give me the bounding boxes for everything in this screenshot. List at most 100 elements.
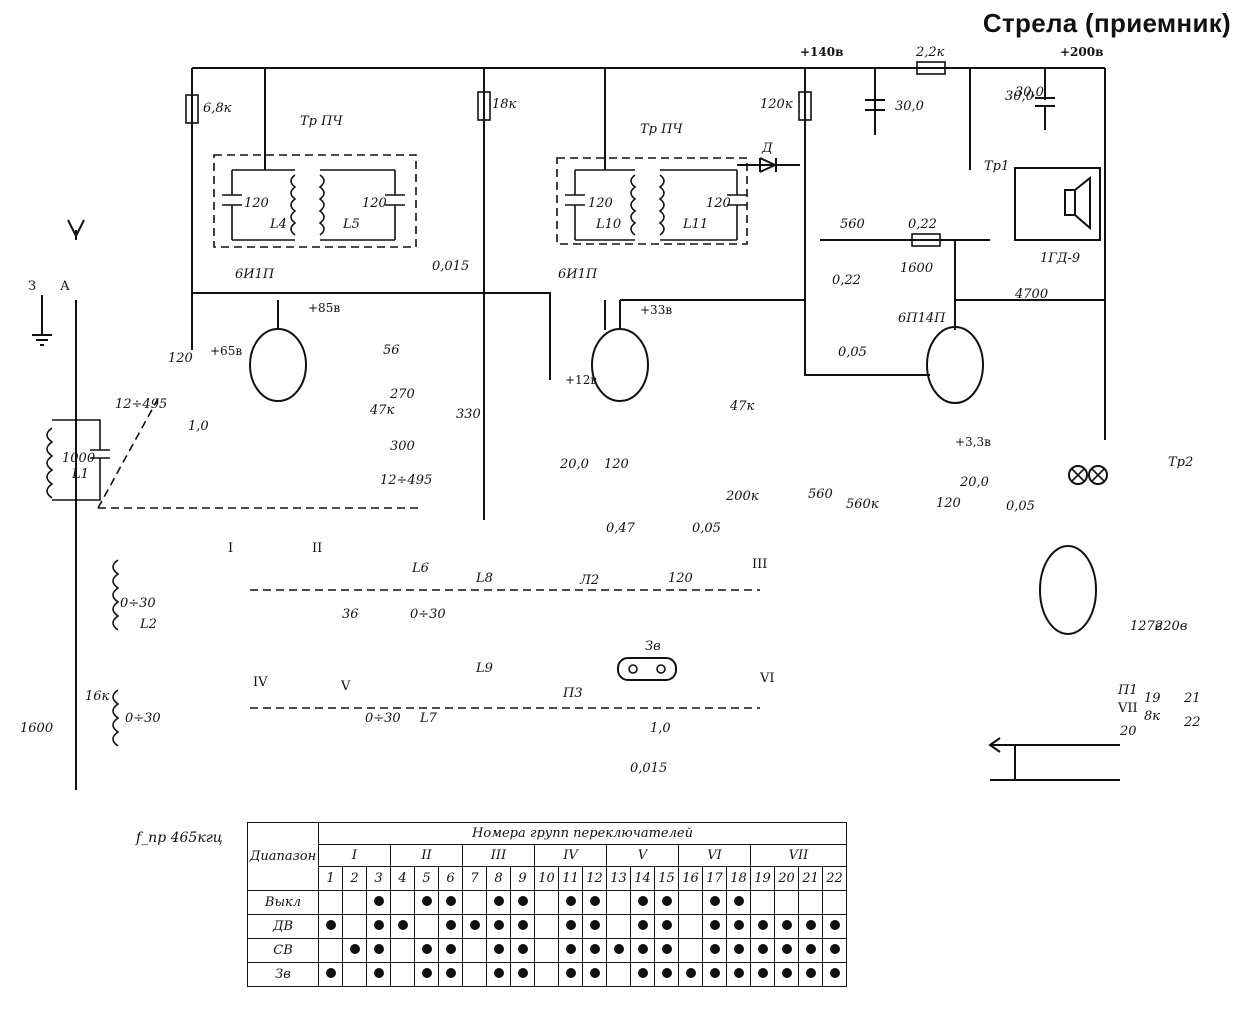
closed-contact-dot — [373, 968, 384, 978]
svg-text:III: III — [752, 557, 767, 572]
contact-cell — [438, 914, 463, 939]
contact-cell — [606, 914, 631, 939]
contact-cell — [534, 914, 559, 939]
contact-cell — [318, 938, 343, 963]
svg-text:20,0: 20,0 — [559, 457, 589, 472]
contact-cell — [414, 890, 439, 915]
svg-text:L2: L2 — [139, 617, 157, 632]
contact-cell — [726, 914, 751, 939]
svg-text:VI: VI — [759, 671, 775, 686]
svg-text:0,47: 0,47 — [606, 521, 636, 536]
band-label: СВ — [247, 938, 319, 963]
contact-cell — [702, 938, 727, 963]
svg-text:0,015: 0,015 — [432, 259, 469, 274]
coil-L10 — [630, 174, 637, 236]
svg-text:L8: L8 — [475, 571, 493, 586]
svg-text:120: 120 — [168, 351, 193, 366]
svg-text:0,05: 0,05 — [1006, 499, 1035, 514]
contact-number: 21 — [798, 866, 823, 891]
contact-cell — [798, 962, 823, 987]
closed-contact-dot — [421, 944, 432, 954]
contact-cell — [558, 938, 583, 963]
svg-text:36: 36 — [342, 607, 359, 622]
closed-contact-dot — [637, 920, 648, 930]
closed-contact-dot — [373, 896, 384, 906]
contact-number: 5 — [414, 866, 439, 891]
contact-cell — [822, 962, 847, 987]
contact-cell — [366, 914, 391, 939]
contact-cell — [774, 938, 799, 963]
contact-cell — [342, 890, 367, 915]
contact-cell — [582, 914, 607, 939]
svg-text:270: 270 — [389, 387, 415, 402]
contact-cell — [606, 938, 631, 963]
contact-cell — [774, 914, 799, 939]
closed-contact-dot — [805, 968, 816, 978]
page-title: Стрела (приемник) — [982, 8, 1231, 38]
contact-number: 16 — [678, 866, 703, 891]
closed-contact-dot — [517, 944, 528, 954]
contact-cell — [486, 962, 511, 987]
svg-text:+85в: +85в — [308, 301, 340, 315]
antenna-wire — [67, 219, 85, 790]
closed-contact-dot — [445, 944, 456, 954]
group-header: II — [390, 844, 463, 867]
contact-cell — [558, 890, 583, 915]
closed-contact-dot — [781, 920, 792, 930]
svg-text:560: 560 — [808, 487, 833, 502]
svg-text:Тр2: Тр2 — [1168, 455, 1193, 470]
closed-contact-dot — [517, 896, 528, 906]
contact-number: 14 — [630, 866, 655, 891]
contact-cell — [438, 962, 463, 987]
svg-text:8к: 8к — [1144, 709, 1160, 724]
closed-contact-dot — [757, 920, 768, 930]
svg-text:30,0: 30,0 — [1015, 85, 1044, 100]
svg-text:6И1П: 6И1П — [558, 267, 598, 282]
group-header: VII — [750, 844, 847, 867]
svg-text:300: 300 — [390, 439, 415, 454]
svg-text:0,05: 0,05 — [692, 521, 721, 536]
svg-text:IV: IV — [253, 675, 268, 690]
contact-cell — [462, 962, 487, 987]
resistor-18k — [477, 91, 491, 121]
svg-text:4700: 4700 — [1014, 287, 1048, 302]
closed-contact-dot — [589, 920, 600, 930]
svg-text:+33в: +33в — [640, 303, 672, 317]
contact-cell — [342, 962, 367, 987]
closed-contact-dot — [661, 944, 672, 954]
contact-cell — [318, 890, 343, 915]
closed-contact-dot — [445, 896, 456, 906]
speaker-icon — [1064, 175, 1091, 231]
contact-cell — [726, 890, 751, 915]
tube-6I1P-2 — [591, 328, 649, 402]
svg-text:0,05: 0,05 — [838, 345, 867, 360]
diode-D — [737, 157, 800, 173]
svg-text:0,015: 0,015 — [630, 761, 667, 776]
contact-cell — [678, 914, 703, 939]
closed-contact-dot — [637, 944, 648, 954]
closed-contact-dot — [469, 920, 480, 930]
contact-number: 3 — [366, 866, 391, 891]
svg-text:V: V — [340, 679, 351, 694]
closed-contact-dot — [661, 896, 672, 906]
closed-contact-dot — [493, 968, 504, 978]
contact-cell — [486, 938, 511, 963]
contact-cell — [702, 914, 727, 939]
contact-cell — [510, 890, 535, 915]
contact-cell — [414, 962, 439, 987]
closed-contact-dot — [421, 968, 432, 978]
contact-cell — [726, 962, 751, 987]
svg-text:П3: П3 — [562, 686, 583, 701]
band-label: Выкл — [247, 890, 319, 915]
contact-number: 7 — [462, 866, 487, 891]
svg-text:L10: L10 — [595, 217, 621, 232]
contact-cell — [678, 890, 703, 915]
closed-contact-dot — [565, 896, 576, 906]
closed-contact-dot — [589, 896, 600, 906]
coil-L4 — [290, 174, 297, 236]
resistor-2k2 — [916, 61, 946, 75]
svg-text:З: З — [28, 279, 36, 294]
contact-cell — [630, 914, 655, 939]
contact-cell — [318, 914, 343, 939]
contact-number: 22 — [822, 866, 847, 891]
